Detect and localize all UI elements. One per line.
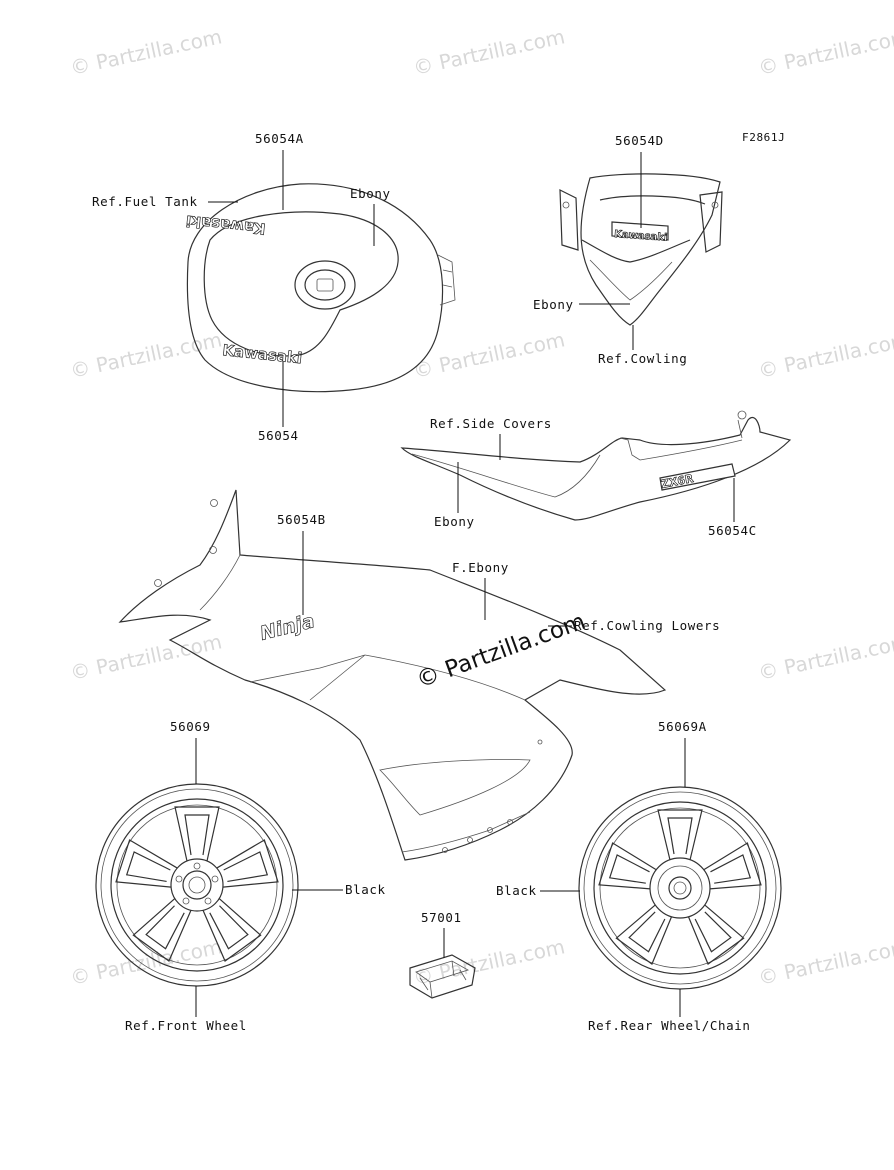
kawasaki-decal-lower: Kawasaki xyxy=(222,341,303,367)
callout-ebony-tank: Ebony xyxy=(350,186,391,201)
lower-fairing-illustration: Ninja xyxy=(118,489,667,861)
callout-56069: 56069 xyxy=(170,719,211,734)
watermark: © Partzilla.com xyxy=(756,24,894,80)
watermark: © Partzilla.com xyxy=(68,934,224,990)
watermark: © Partzilla.com xyxy=(756,327,894,383)
callout-ref-side-covers: Ref.Side Covers xyxy=(430,416,552,431)
callout-ebony-side: Ebony xyxy=(434,514,475,529)
callout-56054B: 56054B xyxy=(277,512,326,527)
front-wheel-illustration xyxy=(95,783,299,987)
callout-56054C: 56054C xyxy=(708,523,757,538)
callout-f-ebony: F.Ebony xyxy=(452,560,509,575)
clip-57001-illustration xyxy=(409,954,476,999)
ninja-decal: Ninja xyxy=(258,610,317,645)
callout-ref-rear-wheel: Ref.Rear Wheel/Chain xyxy=(588,1018,751,1033)
watermark: © Partzilla.com xyxy=(756,934,894,990)
callout-ref-front-wheel: Ref.Front Wheel xyxy=(125,1018,247,1033)
callout-ebony-cowling: Ebony xyxy=(533,297,574,312)
callout-ref-cowling-lowers: Ref.Cowling Lowers xyxy=(574,618,720,633)
watermark: © Partzilla.com xyxy=(68,24,224,80)
upper-cowling-illustration: Kawasaki xyxy=(559,173,723,326)
figure-code: F2861J xyxy=(742,131,785,144)
callout-56054D: 56054D xyxy=(615,133,664,148)
callout-black-front: Black xyxy=(345,882,386,897)
callout-ref-cowling: Ref.Cowling xyxy=(598,351,687,366)
callout-56054A: 56054A xyxy=(255,131,304,146)
watermark: © Partzilla.com xyxy=(756,629,894,685)
watermark-layer: © Partzilla.com © Partzilla.com © Partzi… xyxy=(68,24,894,990)
watermark: © Partzilla.com xyxy=(68,327,224,383)
callout-black-rear: Black xyxy=(496,883,537,898)
zx6r-decal: ZX6R xyxy=(660,472,695,491)
callout-56054: 56054 xyxy=(258,428,299,443)
callout-ref-fuel-tank: Ref.Fuel Tank xyxy=(92,194,198,209)
watermark: © Partzilla.com xyxy=(411,327,567,383)
watermark: © Partzilla.com xyxy=(411,24,567,80)
watermark: © Partzilla.com xyxy=(411,934,567,990)
rear-wheel-illustration xyxy=(578,786,782,990)
kawasaki-decal-cowling: Kawasaki xyxy=(614,229,668,244)
callout-56069A: 56069A xyxy=(658,719,707,734)
callout-57001: 57001 xyxy=(421,910,462,925)
